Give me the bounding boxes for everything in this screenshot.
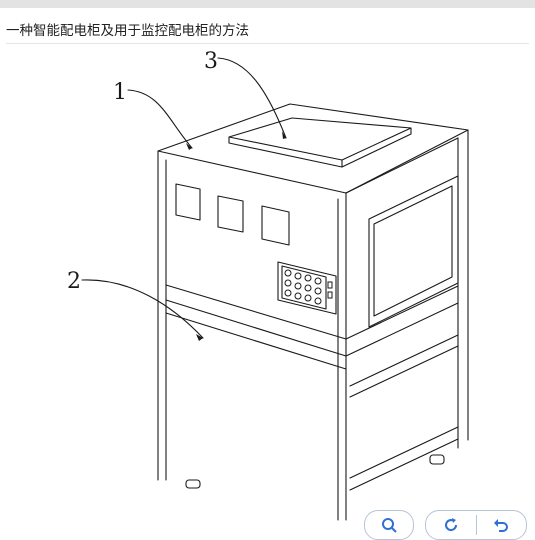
window-1 [175,183,201,221]
leader-line-1 [127,89,193,149]
top-bar [0,0,535,8]
side-panel [368,175,459,328]
rotate-icon [445,518,458,532]
undo-icon [494,519,508,532]
leader-line-2 [81,279,204,339]
rotate-button[interactable] [427,517,476,533]
zoom-icon [382,518,397,533]
rotate-undo-group [425,510,527,540]
control-keypad [277,261,337,315]
leader-line-3 [217,57,287,139]
page-title: 一种智能配电柜及用于监控配电柜的方法 [6,23,249,39]
title-divider [6,43,529,44]
zoom-button[interactable] [364,510,414,540]
cabinet-top [157,103,469,194]
top-lid [228,117,412,161]
callout-3: 3 [204,49,218,74]
window-3 [261,205,290,246]
window-2 [217,195,244,233]
callout-1: 1 [113,80,127,105]
patent-drawing: 1 2 3 [67,49,469,521]
callout-2: 2 [67,269,81,294]
undo-button[interactable] [477,517,526,533]
